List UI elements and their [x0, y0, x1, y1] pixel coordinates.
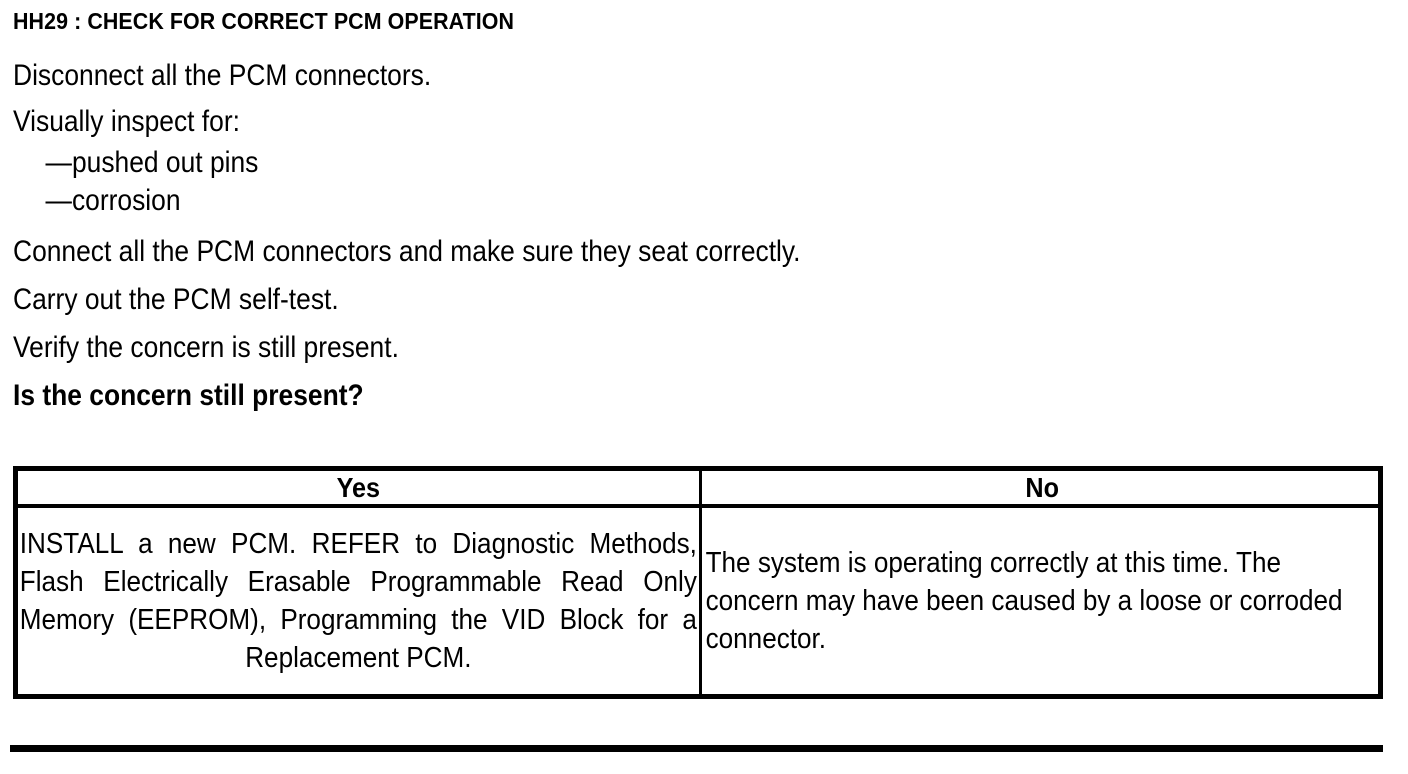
inspect-item-corrosion: —corrosion	[45, 184, 181, 217]
page-title: HH29 : CHECK FOR CORRECT PCM OPERATION	[13, 8, 515, 34]
inspect-item-list: —pushed out pins —corrosion	[13, 144, 1393, 220]
procedure-step-5: Verify the concern is still present.	[13, 331, 399, 364]
procedure-step-4: Carry out the PCM self-test.	[13, 283, 339, 316]
cell-yes-text: INSTALL a new PCM. REFER to Diagnostic M…	[19, 527, 697, 674]
inspect-item-pushed-out-pins: —pushed out pins	[45, 146, 259, 179]
cell-no-text: The system is operating correctly at thi…	[705, 547, 1343, 655]
table-row: INSTALL a new PCM. REFER to Diagnostic M…	[18, 506, 1383, 694]
decision-question: Is the concern still present?	[13, 379, 364, 412]
procedure-body: Disconnect all the PCM connectors. Visua…	[13, 52, 1393, 420]
cell-yes-action: INSTALL a new PCM. REFER to Diagnostic M…	[18, 506, 702, 694]
column-header-yes: Yes	[52, 471, 668, 508]
procedure-step-2: Visually inspect for:	[13, 105, 240, 138]
cell-no-action: The system is operating correctly at thi…	[700, 506, 1383, 694]
footer-divider	[10, 745, 1383, 752]
procedure-step-3: Connect all the PCM connectors and make …	[13, 235, 801, 268]
column-header-no: No	[734, 471, 1349, 508]
decision-table: Yes No INSTALL a new PCM. REFER to Diagn…	[13, 466, 1383, 699]
table-header-row: Yes No	[18, 471, 1383, 508]
procedure-step-1: Disconnect all the PCM connectors.	[13, 59, 432, 92]
